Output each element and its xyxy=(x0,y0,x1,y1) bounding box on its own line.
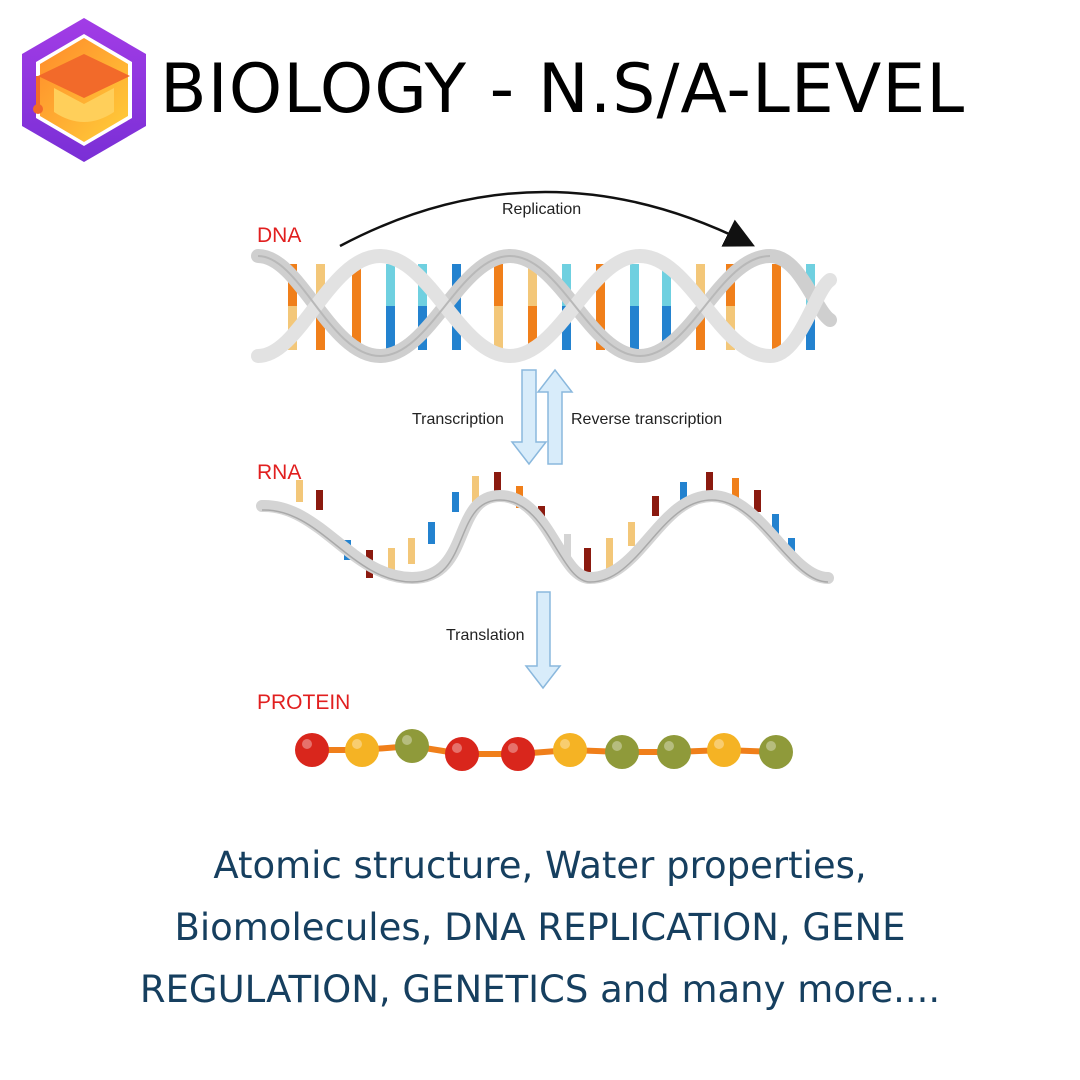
rna-base xyxy=(652,496,659,516)
dna-base xyxy=(662,264,671,306)
bead-highlight xyxy=(714,739,724,749)
topics-line-2: Biomolecules, DNA REPLICATION, GENE xyxy=(174,906,906,949)
dna-label: DNA xyxy=(257,224,301,247)
dna-base xyxy=(352,306,361,350)
dna-base xyxy=(630,264,639,306)
amino-acid-bead xyxy=(501,737,535,771)
dna-base xyxy=(806,306,815,350)
dna-base xyxy=(316,306,325,350)
reverse-transcription-label: Reverse transcription xyxy=(571,411,722,428)
dna-base xyxy=(772,306,781,350)
topics-line-3: REGULATION, GENETICS and many more.... xyxy=(139,968,941,1011)
amino-acid-bead xyxy=(395,729,429,763)
rna-base xyxy=(452,492,459,512)
rna-base xyxy=(388,548,395,578)
rna-base xyxy=(680,482,687,504)
rna-base xyxy=(564,534,571,556)
translation-label: Translation xyxy=(446,627,525,644)
rna-base xyxy=(706,472,713,500)
rna-base xyxy=(408,538,415,564)
amino-acid-bead xyxy=(345,733,379,767)
dna-base xyxy=(696,306,705,350)
bead-highlight xyxy=(452,743,462,753)
dna-base xyxy=(528,306,537,350)
bead-highlight xyxy=(352,739,362,749)
rna-base xyxy=(732,478,739,502)
amino-acid-bead xyxy=(657,735,691,769)
dna-base xyxy=(696,264,705,306)
transcription-label: Transcription xyxy=(412,411,504,428)
dna-base xyxy=(386,264,395,306)
bead-highlight xyxy=(402,735,412,745)
dna-base xyxy=(494,264,503,306)
amino-acid-bead xyxy=(759,735,793,769)
transcription-arrow xyxy=(510,369,548,466)
dna-base xyxy=(528,264,537,306)
dna-base xyxy=(630,306,639,350)
dna-base xyxy=(772,264,781,306)
bead-highlight xyxy=(612,741,622,751)
dna-base xyxy=(316,264,325,306)
amino-acid-bead xyxy=(445,737,479,771)
bead-highlight xyxy=(508,743,518,753)
amino-acid-bead xyxy=(295,733,329,767)
dna-base xyxy=(386,306,395,350)
protein-label: PROTEIN xyxy=(257,691,350,714)
topics-line-1: Atomic structure, Water properties, xyxy=(213,844,867,887)
rna-base xyxy=(754,490,761,512)
rna-base xyxy=(628,522,635,546)
bead-highlight xyxy=(664,741,674,751)
bead-highlight xyxy=(766,741,776,751)
replication-label: Replication xyxy=(502,201,581,218)
rna-base xyxy=(428,522,435,544)
amino-acid-bead xyxy=(707,733,741,767)
rna-base xyxy=(772,514,779,534)
rna-base xyxy=(494,472,501,502)
rna-base xyxy=(296,480,303,502)
bead-highlight xyxy=(302,739,312,749)
rna-base xyxy=(606,538,613,570)
bead-highlight xyxy=(560,739,570,749)
replication-arrow xyxy=(339,190,755,248)
amino-acid-bead xyxy=(605,735,639,769)
translation-arrow xyxy=(524,591,562,690)
graduation-cap-hexagon-icon xyxy=(22,18,146,162)
dna-base xyxy=(562,306,571,350)
amino-acid-bead xyxy=(553,733,587,767)
reverse-transcription-arrow xyxy=(536,368,574,465)
dna-base xyxy=(662,306,671,350)
rna-base xyxy=(584,548,591,576)
central-dogma-diagram: DNA Replication Transcription Reverse tr… xyxy=(251,190,837,771)
dna-base xyxy=(352,264,361,306)
rna-base xyxy=(316,490,323,510)
dna-double-helix xyxy=(251,248,837,364)
rna-base xyxy=(788,538,795,556)
page-title: BIOLOGY - N.S/A-LEVEL xyxy=(160,50,966,129)
rna-label: RNA xyxy=(257,461,301,484)
topics-description: Atomic structure, Water properties, Biom… xyxy=(20,835,1060,1035)
dna-base xyxy=(494,306,503,350)
rna-strand xyxy=(256,472,834,585)
rna-base xyxy=(472,476,479,502)
protein-chain xyxy=(295,729,793,771)
